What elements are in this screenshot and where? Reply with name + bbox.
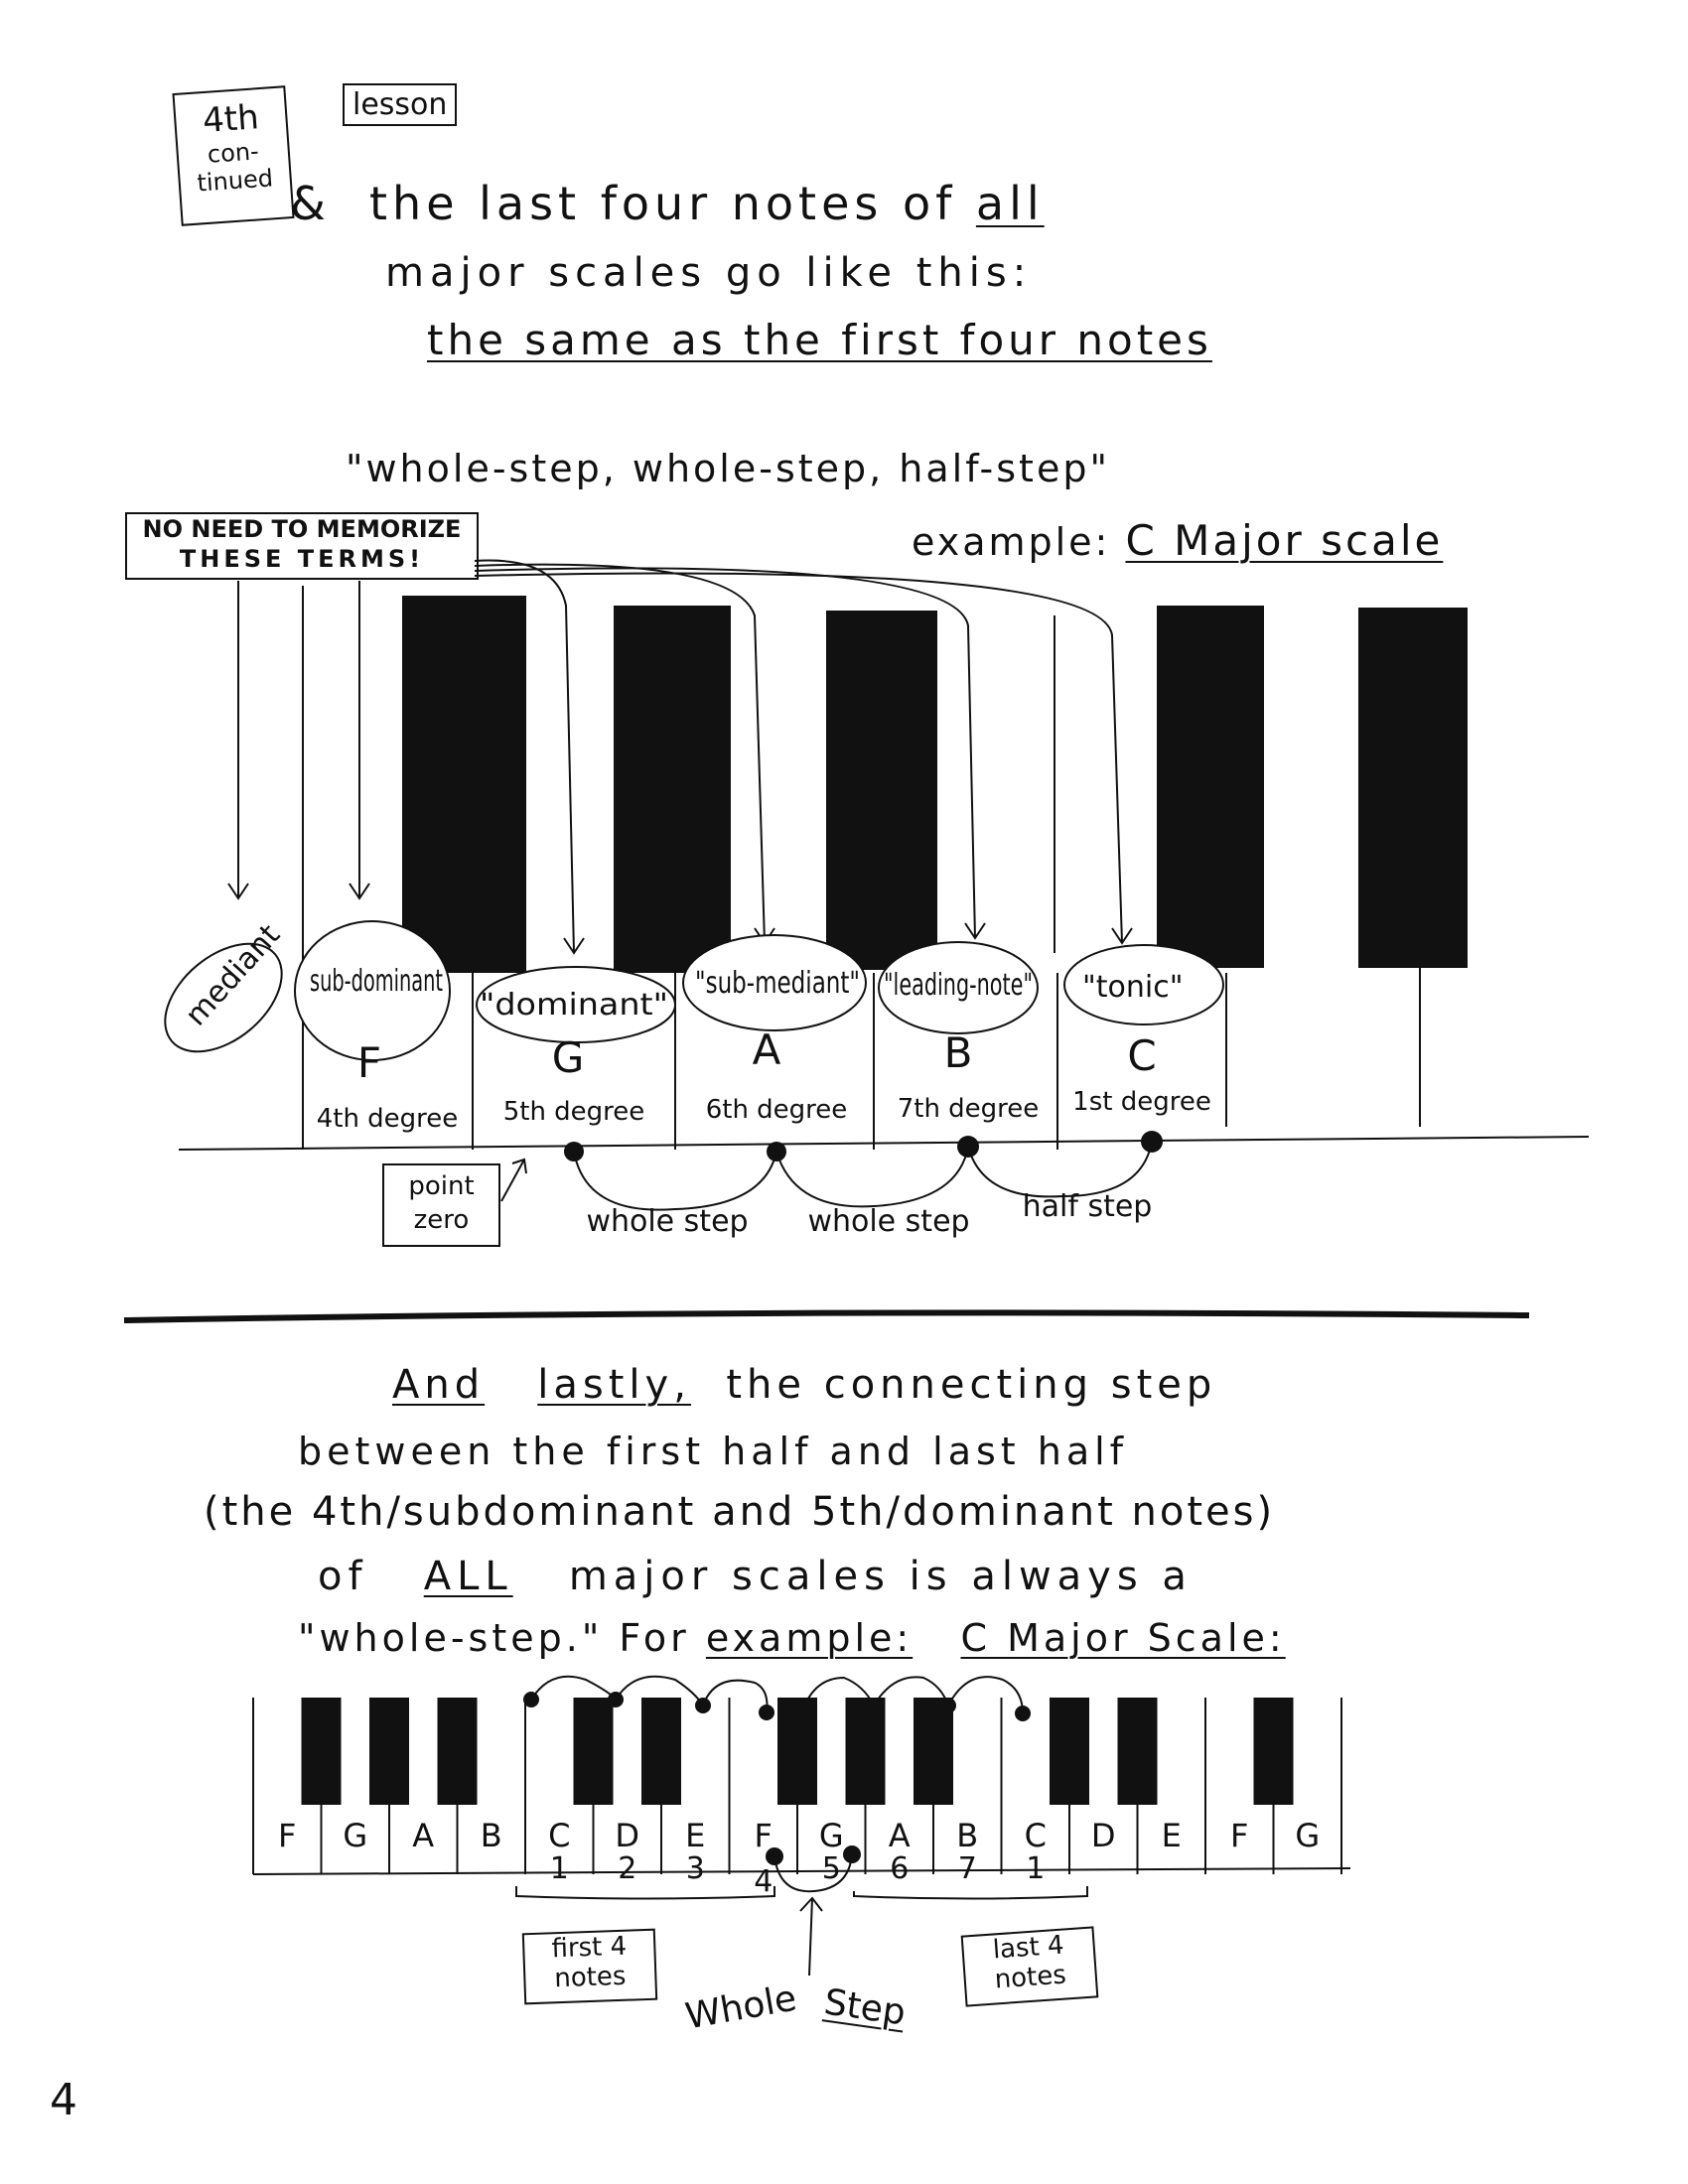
lower-c-major: C Major Scale: xyxy=(960,1616,1286,1660)
black-key xyxy=(369,1698,409,1805)
note-B: B xyxy=(944,1028,973,1077)
term-submediant: "sub-mediant" xyxy=(695,966,860,1001)
example-label: example: xyxy=(912,520,1111,564)
memorize-note-line-1: NO NEED TO MEMORIZE xyxy=(142,515,462,543)
key-label: A xyxy=(412,1817,434,1854)
key-label: C xyxy=(1025,1817,1047,1854)
memorize-note: NO NEED TO MEMORIZE THESE TERMS! xyxy=(125,512,479,580)
lower-of: of xyxy=(318,1554,368,1599)
scale-degree-number: 6 xyxy=(890,1851,909,1886)
term-subdominant: sub-dominant xyxy=(310,964,443,999)
black-key xyxy=(614,606,731,973)
step-label-1: whole step xyxy=(586,1204,748,1239)
step-label-3: half step xyxy=(1023,1189,1153,1224)
lower-line-1: And lastly, the connecting step xyxy=(392,1362,1216,1408)
lower-and: And xyxy=(392,1362,486,1408)
header-line-1-emphasis: all xyxy=(975,177,1045,230)
lower-all: ALL xyxy=(423,1554,513,1599)
lower-line-3: (the 4th/subdominant and 5th/dominant no… xyxy=(204,1489,1276,1535)
key-label: E xyxy=(685,1817,705,1854)
black-key xyxy=(641,1698,681,1805)
degree-4: 4th degree xyxy=(317,1104,459,1134)
key-label: D xyxy=(1091,1817,1116,1854)
lower-line-1-rest: the connecting step xyxy=(726,1362,1217,1408)
black-key xyxy=(845,1698,886,1805)
scale-degree-number: 1 xyxy=(550,1851,569,1886)
key-label: B xyxy=(956,1817,978,1854)
degree-7: 7th degree xyxy=(898,1094,1040,1124)
note-C: C xyxy=(1127,1031,1156,1080)
scale-degree-number: 5 xyxy=(822,1851,841,1886)
key-label: D xyxy=(615,1817,639,1854)
black-key xyxy=(402,596,526,973)
note-G: G xyxy=(552,1033,585,1082)
lower-line-4-rest: major scales is always a xyxy=(568,1554,1193,1599)
point-zero-box: point zero xyxy=(382,1163,500,1247)
scale-degree-number: 7 xyxy=(958,1851,977,1886)
step-pattern: "whole-step, whole-step, half-step" xyxy=(346,447,1110,490)
note-A: A xyxy=(753,1025,781,1074)
black-key xyxy=(1253,1698,1294,1805)
example-value: C Major scale xyxy=(1125,516,1444,565)
header-line-1: the last four notes of all xyxy=(369,177,1045,230)
section-divider xyxy=(123,1309,1530,1323)
black-key xyxy=(573,1698,614,1805)
key-label: F xyxy=(278,1817,296,1854)
header-line-2: major scales go like this: xyxy=(385,250,1033,296)
oval-subdominant xyxy=(294,920,451,1061)
key-label: B xyxy=(481,1817,502,1854)
black-key xyxy=(777,1698,817,1805)
black-key xyxy=(826,611,937,970)
black-key xyxy=(914,1698,953,1805)
lower-whole-step: "whole-step." For xyxy=(298,1616,690,1660)
term-tonic: "tonic" xyxy=(1082,970,1184,1005)
key-label: C xyxy=(548,1817,570,1854)
note-F: F xyxy=(357,1038,381,1087)
step-label-2: whole step xyxy=(807,1204,969,1239)
black-key xyxy=(301,1698,342,1805)
scale-degree-number: 1 xyxy=(1026,1851,1045,1886)
oval-tonic xyxy=(1063,944,1224,1025)
lower-line-2: between the first half and last half xyxy=(298,1430,1129,1473)
key-label: G xyxy=(819,1817,844,1854)
oval-submediant xyxy=(682,934,867,1031)
oval-leading-note xyxy=(878,941,1039,1034)
key-label: G xyxy=(343,1817,367,1854)
black-key xyxy=(1117,1698,1158,1805)
key-label: G xyxy=(1295,1817,1320,1854)
key-label: A xyxy=(889,1817,911,1854)
black-key xyxy=(437,1698,478,1805)
black-key xyxy=(1157,606,1264,968)
lower-line-4: of ALL major scales is always a xyxy=(318,1554,1193,1599)
scale-degree-number: 4 xyxy=(754,1864,773,1899)
ampersand: & xyxy=(290,177,326,230)
memorize-note-line-2: THESE TERMS! xyxy=(179,545,425,573)
degree-5: 5th degree xyxy=(503,1097,645,1127)
key-label: F xyxy=(755,1817,773,1854)
scale-degree-number: 2 xyxy=(618,1851,636,1886)
first-four-box: first 4 notes xyxy=(521,1928,658,2005)
lesson-tag: lesson xyxy=(343,83,458,126)
oval-mediant xyxy=(164,942,283,1053)
degree-6: 6th degree xyxy=(706,1095,848,1125)
black-key xyxy=(1050,1698,1089,1805)
key-label: E xyxy=(1162,1817,1182,1854)
example-line: example: C Major scale xyxy=(912,516,1443,565)
black-key xyxy=(1358,608,1468,968)
degree-1: 1st degree xyxy=(1072,1087,1211,1117)
oval-dominant xyxy=(476,966,676,1043)
lower-lastly: lastly, xyxy=(537,1362,691,1408)
header-line-1-text: the last four notes of xyxy=(369,177,976,230)
term-leading-note: "leading-note" xyxy=(884,968,1033,1003)
page-number: 4 xyxy=(50,2075,77,2125)
key-label: F xyxy=(1230,1817,1248,1854)
header-line-3: the same as the first four notes xyxy=(427,316,1212,364)
scale-degree-number: 3 xyxy=(686,1851,705,1886)
term-dominant: "dominant" xyxy=(480,988,668,1023)
last-four-box: last 4 notes xyxy=(960,1926,1099,2007)
lower-line-5: "whole-step." For example: C Major Scale… xyxy=(298,1616,1286,1660)
lower-example: example: xyxy=(705,1616,914,1660)
